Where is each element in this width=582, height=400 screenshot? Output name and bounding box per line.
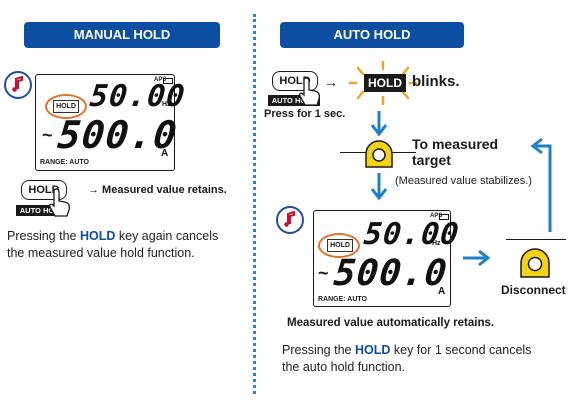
auto-lcd-display: APS HOLD 50.00 Hz ~ 500.0 A RANGE: AUTO: [313, 210, 461, 307]
current-unit: A: [438, 286, 446, 297]
section-divider: [253, 14, 256, 394]
aps-indicator: APS: [154, 77, 167, 83]
battery-icon: [163, 78, 173, 84]
hold-key-reference: HOLD: [354, 343, 391, 357]
frequency-unit: Hz: [432, 240, 441, 247]
range-indicator: RANGE: AUTO: [318, 296, 367, 303]
beep-icon: [4, 71, 32, 99]
hold-highlight-ring: [318, 233, 360, 258]
ac-symbol: ~: [318, 263, 329, 283]
conductor-line: [506, 239, 566, 240]
beep-icon: [276, 206, 304, 234]
auto-hold-key-sublabel: AUTO HOLD: [268, 95, 320, 106]
loop-back-arrow-icon: [530, 137, 552, 232]
down-arrow-icon: [370, 173, 388, 201]
clamp-sensor-icon: [365, 140, 393, 168]
auto-retains-note: Measured value automatically retains.: [287, 317, 495, 329]
ac-symbol: ~: [42, 125, 53, 145]
manual-lcd-display: APS HOLD 50.00 Hz ~ 500.0 A RANGE: AUTO: [35, 74, 187, 171]
manual-hold-header: MANUAL HOLD: [24, 22, 220, 48]
arrow-right-icon: →: [324, 74, 338, 90]
current-unit: A: [161, 148, 169, 159]
frequency-readout: 50.00: [88, 79, 188, 114]
finger-press-icon: [299, 77, 321, 106]
disconnect-label: Disconnect: [501, 283, 566, 297]
auto-hold-description: Pressing the HOLD key for 1 second cance…: [282, 343, 532, 374]
auto-hold-key-label: AUTO HOLD: [16, 205, 68, 216]
hold-key-reference: HOLD: [79, 229, 116, 243]
clamp-sensor-icon: [520, 248, 550, 278]
manual-retains-note: → Measured value retains.: [88, 184, 227, 196]
blinks-label: blinks.: [412, 73, 460, 90]
frequency-unit: Hz: [162, 101, 171, 108]
range-indicator: RANGE: AUTO: [40, 159, 89, 166]
aps-indicator: APS: [430, 213, 443, 219]
blinking-hold-indicator: HOLD: [364, 74, 406, 92]
current-readout: 500.0: [331, 253, 450, 294]
blink-burst-icon: [348, 60, 418, 106]
down-arrow-icon: [370, 111, 388, 137]
auto-hold-header: AUTO HOLD: [280, 22, 464, 48]
hold-highlight-ring: [45, 94, 87, 119]
target-subtitle: (Measured value stabilizes.): [395, 175, 532, 187]
battery-icon: [439, 214, 449, 220]
frequency-readout: 50.00: [362, 217, 462, 252]
press-duration-note: Press for 1 sec.: [264, 108, 346, 120]
right-arrow-icon: [463, 249, 491, 267]
finger-press-icon: [49, 188, 71, 217]
